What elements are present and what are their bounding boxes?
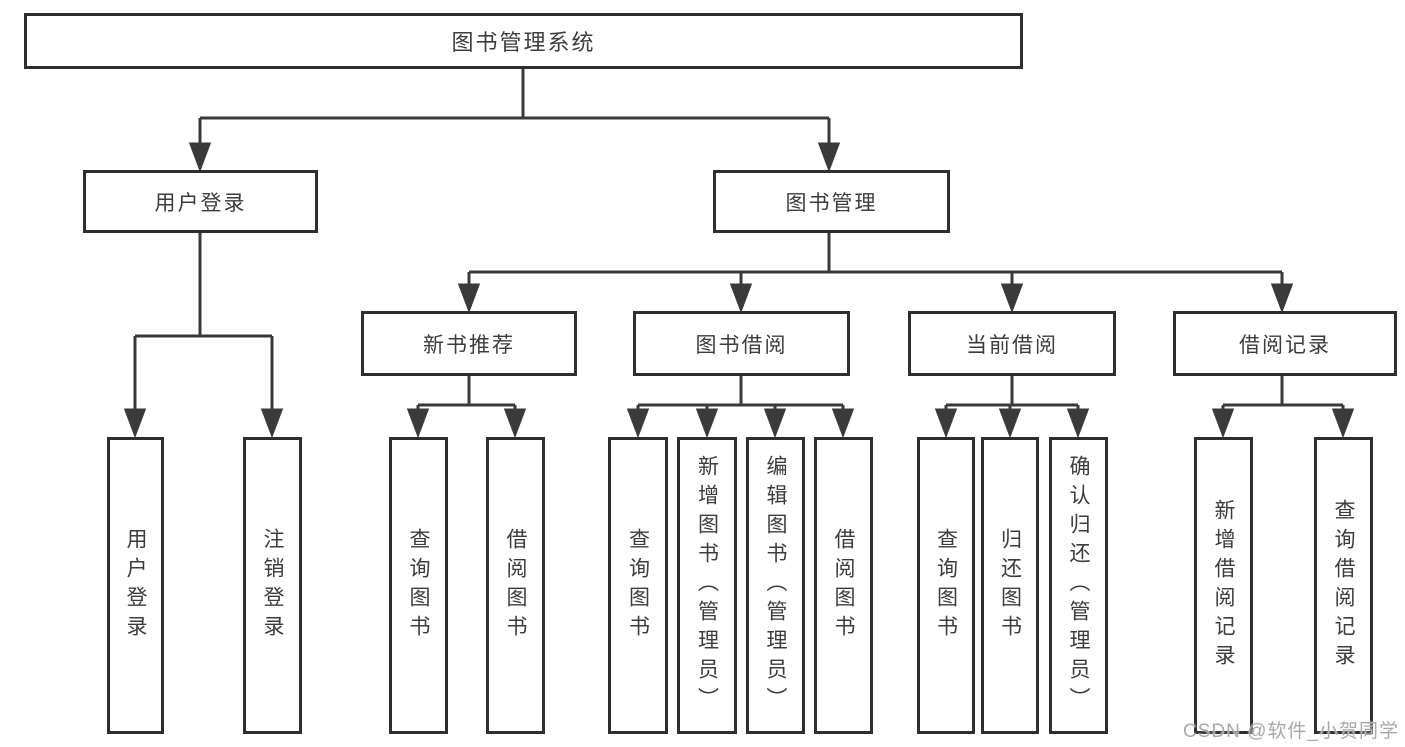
leaf-borrow-add-book-label: 新增图书（管理员）	[695, 455, 719, 716]
connector-root-to-level2	[188, 69, 841, 173]
leaf-borrow-add-book: 新增图书（管理员）	[677, 437, 737, 734]
leaf-recommend-borrow-book-label: 借阅图书	[504, 527, 527, 644]
node-borrow-records: 借阅记录	[1173, 311, 1397, 376]
node-user-login: 用户登录	[83, 170, 318, 233]
node-borrow-records-label: 借阅记录	[1239, 333, 1331, 357]
leaf-recommend-query-book: 查询图书	[389, 437, 448, 734]
connector-borrow-records-branch	[1211, 376, 1355, 439]
node-new-book-recommend: 新书推荐	[361, 311, 577, 376]
node-root: 图书管理系统	[24, 13, 1023, 69]
leaf-records-add-record-label: 新增借阅记录	[1212, 498, 1235, 673]
node-current-borrow-label: 当前借阅	[966, 333, 1058, 357]
leaf-logout-label: 注销登录	[261, 527, 284, 644]
csdn-watermark: CSDN @软件_小贺同学	[1183, 721, 1399, 742]
leaf-current-confirm-return-label: 确认归还（管理员）	[1067, 455, 1090, 716]
leaf-current-query-book: 查询图书	[917, 437, 975, 734]
connector-book-borrow-branch	[626, 376, 855, 439]
leaf-records-add-record: 新增借阅记录	[1194, 437, 1253, 734]
node-book-borrow-label: 图书借阅	[695, 333, 788, 357]
node-book-management-label: 图书管理	[785, 191, 878, 215]
leaf-borrow-query-book-label: 查询图书	[626, 527, 650, 644]
leaf-borrow-edit-book-label: 编辑图书（管理员）	[764, 455, 787, 716]
leaf-borrow-borrow-book-label: 借阅图书	[832, 527, 855, 644]
leaf-current-query-book-label: 查询图书	[934, 527, 958, 644]
leaf-logout: 注销登录	[243, 437, 302, 734]
leaf-borrow-query-book: 查询图书	[608, 437, 668, 734]
connector-user-login-branch	[123, 233, 284, 439]
leaf-borrow-borrow-book: 借阅图书	[814, 437, 873, 734]
node-user-login-label: 用户登录	[154, 191, 247, 215]
leaf-current-return-book: 归还图书	[981, 437, 1039, 734]
node-book-borrow: 图书借阅	[633, 311, 850, 376]
leaf-recommend-borrow-book: 借阅图书	[486, 437, 545, 734]
leaf-user-login-label: 用户登录	[124, 527, 147, 644]
connector-current-borrow-branch	[934, 376, 1090, 439]
connector-new-book-recommend-branch	[406, 376, 527, 439]
leaf-user-login: 用户登录	[107, 437, 164, 734]
connector-book-management-to-level3	[457, 233, 1294, 314]
leaf-current-confirm-return: 确认归还（管理员）	[1049, 437, 1108, 734]
node-root-label: 图书管理系统	[451, 30, 596, 55]
leaf-records-query-record-label: 查询借阅记录	[1332, 498, 1355, 673]
node-book-management: 图书管理	[713, 170, 950, 233]
leaf-recommend-query-book-label: 查询图书	[407, 527, 430, 644]
leaf-records-query-record: 查询借阅记录	[1314, 437, 1373, 734]
node-new-book-recommend-label: 新书推荐	[423, 333, 515, 357]
leaf-borrow-edit-book: 编辑图书（管理员）	[746, 437, 805, 734]
leaf-current-return-book-label: 归还图书	[998, 527, 1022, 644]
node-current-borrow: 当前借阅	[908, 311, 1116, 376]
